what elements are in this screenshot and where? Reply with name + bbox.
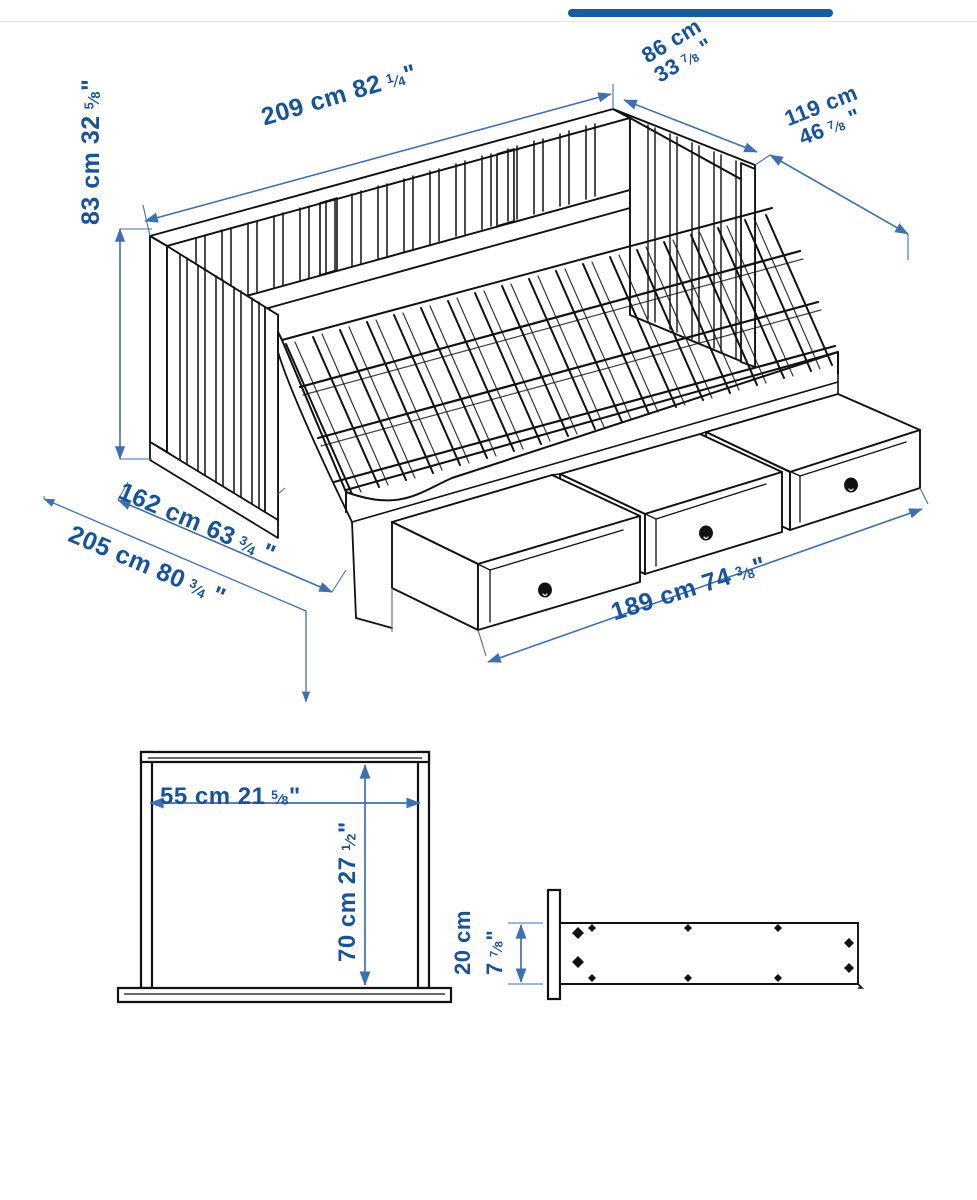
slat-profile-dimension-lines: [508, 922, 543, 985]
header-divider: [0, 21, 977, 22]
dimension-label-slat-depth-inch: 7 7⁄8": [482, 930, 507, 975]
dimension-label-drawer-height: 70 cm 27 1⁄2": [334, 821, 361, 962]
top-bar: [0, 0, 977, 22]
dimension-drawing: [0, 22, 977, 1200]
carousel-progress-indicator[interactable]: [568, 9, 833, 17]
dimension-label-slat-depth-cm: 20 cm: [450, 910, 475, 975]
dimension-label-height: 83 cm 32 5⁄8": [77, 79, 105, 225]
drawing-canvas: [43, 84, 929, 1004]
drawer-elevation-dimension-lines: [149, 764, 421, 986]
drawer-front-elevation: [116, 750, 453, 1004]
dimension-lines-isometric: [43, 84, 929, 703]
slat-side-profile: [546, 888, 864, 1001]
dimension-label-drawer-width: 55 cm 21 5⁄8": [160, 783, 301, 810]
